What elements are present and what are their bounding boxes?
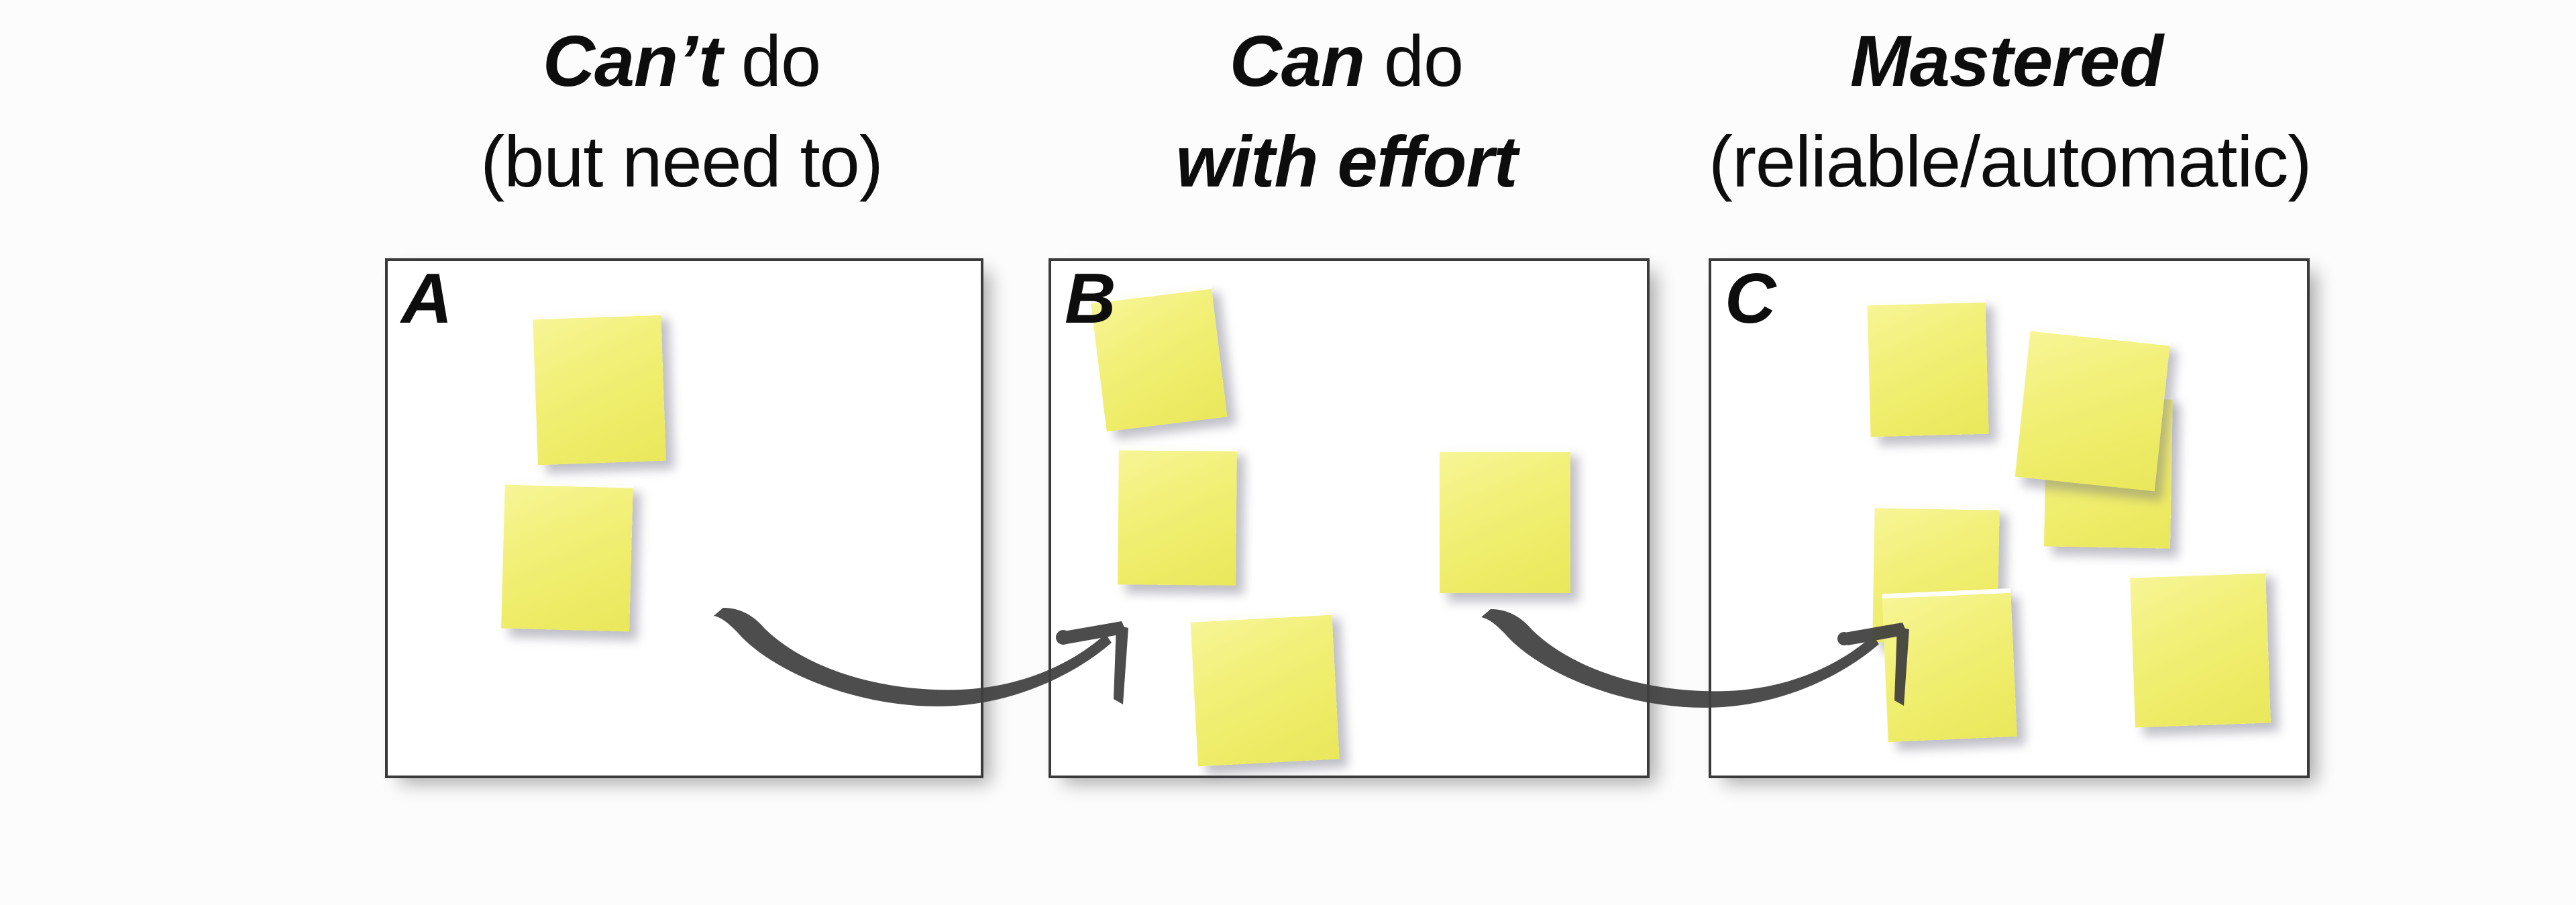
notes-layer-b bbox=[1051, 261, 1647, 776]
header-emphasis: Can bbox=[1229, 20, 1365, 101]
sticky-note bbox=[501, 480, 633, 632]
header-line2: (but need to) bbox=[480, 121, 883, 202]
sticky-note bbox=[2130, 568, 2271, 728]
notes-layer-c bbox=[1711, 261, 2307, 776]
header-rest: do bbox=[1364, 20, 1464, 101]
sticky-note bbox=[1190, 610, 1340, 767]
sticky-note bbox=[1440, 447, 1570, 593]
sticky-note bbox=[1882, 588, 2017, 743]
panel-label-a: A bbox=[401, 259, 453, 338]
panel-label-b: B bbox=[1065, 259, 1116, 338]
notes-layer-a bbox=[388, 261, 981, 776]
header-line1: Can do bbox=[1049, 11, 1644, 111]
header-line1: Mastered bbox=[1709, 11, 2304, 111]
header-emphasis: Mastered bbox=[1849, 20, 2163, 101]
panel-label-c: C bbox=[1725, 259, 1776, 338]
header-rest: do bbox=[721, 20, 821, 101]
sticky-note bbox=[1867, 297, 1989, 437]
header-can-do-with-effort: Can do with effort bbox=[1049, 11, 1644, 212]
sticky-note bbox=[1118, 445, 1237, 586]
header-line2: (reliable/automatic) bbox=[1709, 121, 2312, 202]
header-cant-do: Can’t do (but need to) bbox=[385, 11, 978, 212]
sticky-note bbox=[2015, 326, 2171, 492]
header-line1: Can’t do bbox=[385, 11, 978, 111]
panel-c: C bbox=[1709, 258, 2310, 778]
header-line2: with effort bbox=[1175, 121, 1518, 202]
panel-a: A bbox=[385, 258, 983, 778]
header-emphasis: Can’t bbox=[542, 20, 722, 101]
header-mastered: Mastered (reliable/automatic) bbox=[1709, 11, 2312, 212]
panel-b: B bbox=[1049, 258, 1650, 778]
sticky-note bbox=[533, 310, 666, 466]
